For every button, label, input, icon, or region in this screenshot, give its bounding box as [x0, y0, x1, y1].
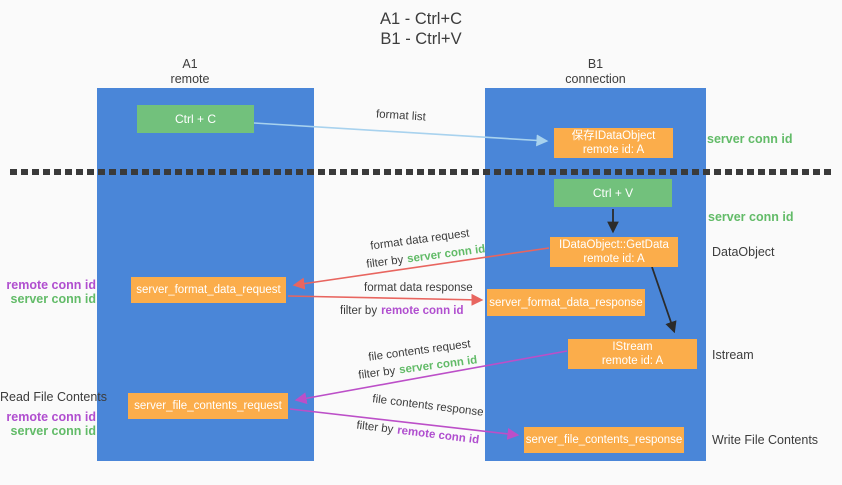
- format-data-response-arrow: [287, 293, 484, 306]
- server-format-data-request-box: server_format_data_request: [131, 277, 286, 303]
- remote-conn-id-text: remote conn id: [381, 305, 464, 317]
- istream-line2: remote id: A: [601, 355, 664, 367]
- format-list-arrow: [253, 122, 549, 147]
- read-file-contents-label: Read File Contents: [0, 390, 108, 404]
- title-line-ctrl-v: B1 - Ctrl+V: [380, 30, 462, 48]
- left-server-conn-id-label: server conn id: [10, 292, 96, 306]
- lifeline-a1-subtitle: remote: [170, 72, 210, 86]
- phase-separator-dotted-line: [10, 169, 832, 175]
- write-file-contents-label: Write File Contents: [712, 433, 819, 447]
- ctrl-c-box: Ctrl + C: [137, 105, 254, 133]
- save-idataobject-box: 保存IDataObject remote id: A: [554, 128, 673, 158]
- right-server-conn-id-label: server conn id: [707, 132, 793, 146]
- ctrl-v-label: Ctrl + V: [592, 186, 634, 200]
- lifeline-a1-name: A1: [182, 57, 198, 71]
- lifeline-b1-subtitle: connection: [565, 72, 626, 86]
- istream-box: IStream remote id: A: [568, 339, 697, 369]
- file-contents-request-arrow: [294, 350, 568, 405]
- dataobject-label: DataObject: [712, 245, 775, 259]
- save-idataobject-line1: 保存IDataObject: [571, 130, 656, 142]
- diagram-title: A1 - Ctrl+C B1 - Ctrl+V: [0, 9, 842, 49]
- server-file-contents-response-label: server_file_contents_response: [525, 434, 683, 446]
- server-file-contents-response-box: server_file_contents_response: [524, 427, 684, 453]
- istream-side-label: Istream: [712, 348, 754, 362]
- lifeline-b1-name: B1: [587, 57, 604, 71]
- left-server-conn-id-label-2: server conn id: [10, 424, 96, 438]
- server-file-contents-request-label: server_file_contents_request: [134, 400, 282, 412]
- left-remote-conn-id-label: remote conn id: [6, 278, 96, 292]
- getdata-line2: remote id: A: [583, 253, 645, 265]
- filter-by-text: filter by: [340, 305, 378, 317]
- server-format-data-response-label: server_format_data_response: [489, 296, 643, 309]
- getdata-line1: IDataObject::GetData: [559, 239, 669, 251]
- lifeline-header-a1: A1 remote: [85, 57, 295, 87]
- idataobject-getdata-box: IDataObject::GetData remote id: A: [550, 237, 678, 267]
- ctrl-v-box: Ctrl + V: [554, 179, 672, 207]
- format-data-response-label: format data response: [364, 282, 473, 294]
- ctrl-c-label: Ctrl + C: [174, 112, 216, 126]
- file-contents-response-arrow: [289, 408, 520, 440]
- server-format-data-response-box: server_format_data_response: [487, 289, 645, 316]
- server-format-data-request-label: server_format_data_request: [136, 284, 281, 296]
- title-line-ctrl-c: A1 - Ctrl+C: [379, 10, 463, 28]
- lifeline-header-b1: B1 connection: [485, 57, 706, 87]
- istream-line1: IStream: [612, 341, 653, 353]
- format-data-request-arrow: [292, 247, 550, 290]
- save-idataobject-line2: remote id: A: [582, 144, 645, 156]
- server-file-contents-request-box: server_file_contents_request: [128, 393, 288, 419]
- left-remote-conn-id-label-2: remote conn id: [6, 410, 96, 424]
- getdata-to-istream-arrow: [651, 266, 677, 334]
- right-server-conn-id-label-2: server conn id: [708, 210, 794, 224]
